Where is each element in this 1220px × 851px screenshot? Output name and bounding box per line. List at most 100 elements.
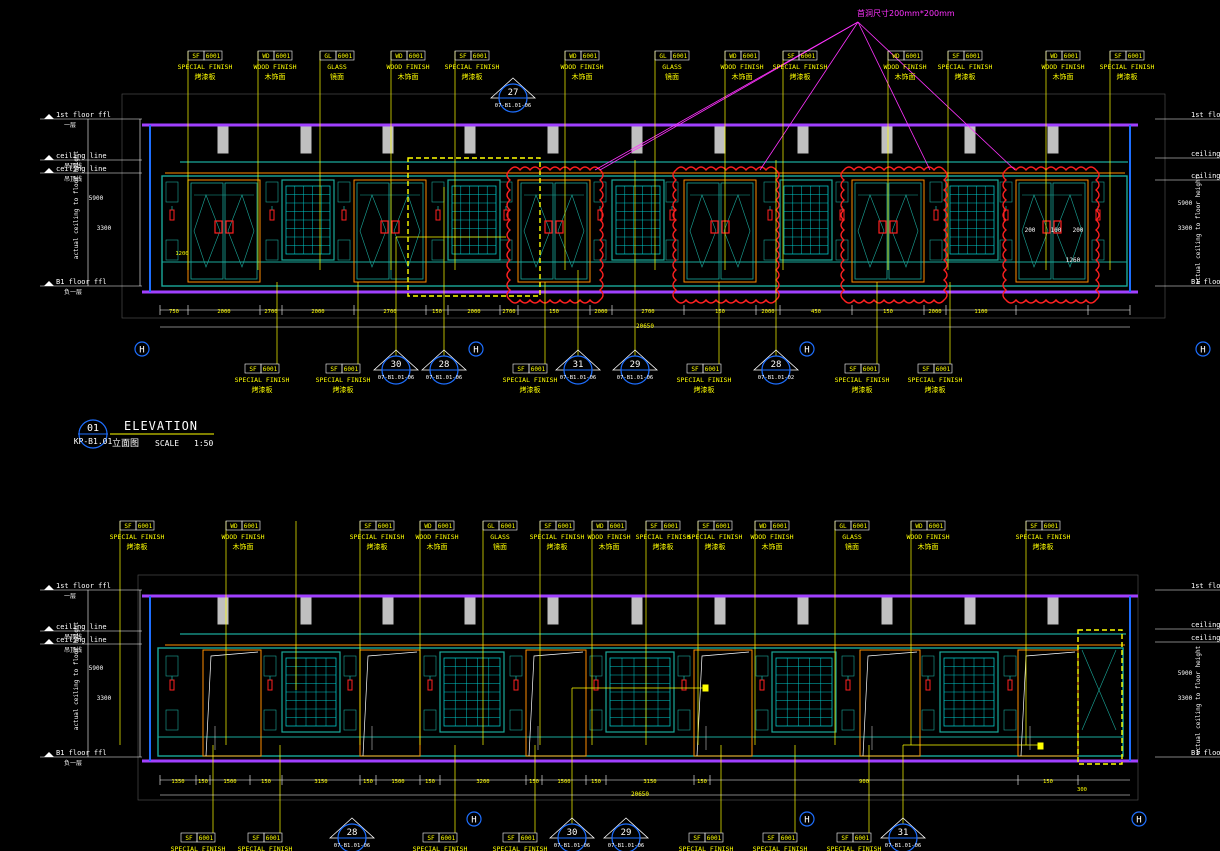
dimension-value: 150 (549, 309, 559, 315)
section-ref: 07-B1.01-06 (554, 843, 590, 849)
ceiling-bracket (797, 126, 809, 154)
tag-en: SPECIAL FINISH (171, 845, 226, 851)
tag-num: 6001 (473, 53, 488, 60)
tag-code: WD (424, 523, 432, 530)
pilaster-panel (263, 709, 277, 731)
tag-en: SPECIAL FINISH (445, 63, 500, 71)
wall-sconce (267, 679, 273, 691)
tag-num-box (933, 363, 953, 374)
tag-cn: 烤漆板 (520, 385, 541, 394)
door-leaf-left (854, 182, 888, 280)
vertical-label-right: actual ceiling to floor height (1195, 645, 1202, 754)
tag-code: GL (659, 53, 667, 60)
tag-num: 6001 (716, 523, 731, 530)
ceiling-bracket (382, 597, 394, 625)
dimension-value: 2000 (311, 309, 324, 315)
tag-cn: 烤漆板 (1117, 72, 1138, 81)
revision-cloud (1002, 166, 1100, 304)
tag-num: 6001 (966, 53, 981, 60)
tag-en: WOOD FINISH (1041, 63, 1084, 71)
level-label: ceiling line (56, 636, 107, 644)
tag-num-box (196, 832, 216, 843)
height-dim: 3300 (97, 695, 112, 702)
door-diamond (359, 194, 387, 268)
tag-num: 6001 (266, 835, 281, 842)
tag-code: SF (650, 523, 658, 530)
door-height-dim: 1200 (175, 251, 188, 257)
tag-num: 6001 (521, 835, 536, 842)
dado (157, 736, 1124, 757)
wall-sconce (925, 679, 931, 691)
level-triangle (44, 752, 54, 757)
h-marker: H (466, 811, 482, 827)
door-dim: 1260 (1066, 257, 1081, 264)
tag-en: SPECIAL FINISH (679, 845, 734, 851)
h-letter: H (804, 816, 809, 826)
h-letter: H (1136, 816, 1141, 826)
tag-en: WOOD FINISH (906, 533, 949, 541)
level-label: 1st floor ffl (56, 582, 111, 590)
pilaster-panel (337, 181, 351, 203)
tag-cn: 镜面 (845, 542, 859, 551)
annotation-leader (599, 21, 859, 171)
tag-num-box (661, 520, 681, 531)
pilaster-panel (835, 239, 849, 261)
ceiling-bracket (217, 597, 229, 625)
tag-code: SF (702, 523, 710, 530)
tag-en: SPECIAL FINISH (1016, 533, 1071, 541)
tag-cn: 木饰面 (895, 72, 916, 81)
annotation-leader (857, 21, 1016, 171)
door-diamond (557, 194, 585, 268)
dimension-value: 2000 (467, 309, 480, 315)
tag-num: 6001 (1044, 523, 1059, 530)
wall-sconce (347, 679, 353, 691)
section-highlight (407, 157, 541, 297)
pilaster-panel (589, 709, 603, 731)
door-leaf-right (224, 182, 258, 280)
door-handle (214, 220, 223, 234)
ceiling-bracket (382, 126, 394, 154)
section-number: 31 (898, 828, 909, 838)
tag-en: SPECIAL FINISH (908, 376, 963, 384)
tag-num: 6001 (801, 53, 816, 60)
section-number: 29 (630, 360, 641, 370)
dimension-value: 1500 (557, 779, 570, 785)
door-swing (205, 651, 259, 757)
tag-en: SPECIAL FINISH (493, 845, 548, 851)
vertical-label-right: actual ceiling to floor height (1195, 175, 1202, 284)
pilaster-panel (763, 181, 777, 203)
tag-code: SF (507, 835, 515, 842)
wall-sconce (435, 209, 441, 221)
door-opening (202, 649, 262, 757)
tag-cn: 烤漆板 (705, 542, 726, 551)
tag-code: SF (330, 366, 338, 373)
leader-lines (119, 21, 1111, 833)
dimension-value: 1350 (171, 779, 184, 785)
ceiling-bracket (964, 126, 976, 154)
tag-en: SPECIAL FINISH (350, 533, 405, 541)
tag-code: WD (759, 523, 767, 530)
tag-num: 6001 (705, 366, 720, 373)
tag-cn: 烤漆板 (955, 72, 976, 81)
tag-cn: 木饰面 (762, 542, 783, 551)
ceiling-bracket (964, 597, 976, 625)
tag-num-box (341, 363, 361, 374)
tag-code: SF (459, 53, 467, 60)
door-swing (528, 651, 584, 757)
tag-code: SF (192, 53, 200, 60)
pilaster-panel (343, 655, 357, 677)
door-handle (1042, 220, 1051, 234)
annotation-leader (857, 21, 931, 171)
